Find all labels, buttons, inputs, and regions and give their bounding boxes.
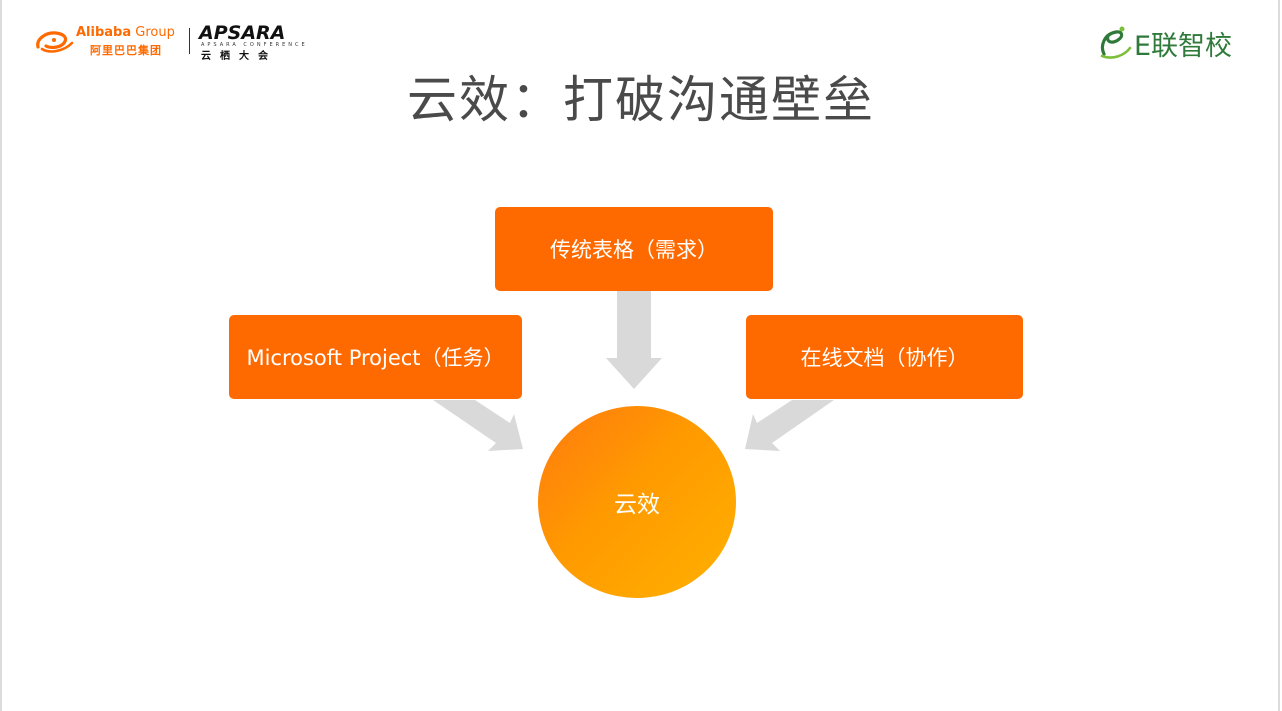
alibaba-group-logo: Alibaba Group 阿里巴巴集团 bbox=[34, 25, 184, 59]
arrow-left-diagonal-icon bbox=[433, 400, 523, 451]
slide-title: 云效：打破沟通壁垒 bbox=[407, 71, 875, 129]
logo-divider bbox=[189, 28, 190, 54]
center-label: 云效 bbox=[614, 492, 660, 518]
box-online-docs: 在线文档（协作） bbox=[746, 315, 1023, 399]
elian-text: E联智校 bbox=[1134, 31, 1233, 62]
box-microsoft-project: Microsoft Project（任务） bbox=[229, 315, 522, 399]
elian-logo: E联智校 bbox=[1098, 22, 1258, 62]
box-left-label: Microsoft Project（任务） bbox=[246, 346, 505, 370]
apsara-cn-text: 云栖大会 bbox=[201, 51, 277, 62]
arrow-down-icon bbox=[606, 291, 662, 389]
alibaba-smile-icon bbox=[36, 31, 74, 53]
box-right-label: 在线文档（协作） bbox=[800, 346, 969, 370]
alibaba-brand-text: Alibaba Group bbox=[76, 25, 175, 40]
elian-leaf-icon bbox=[1100, 26, 1132, 59]
arrow-right-diagonal-icon bbox=[745, 400, 834, 451]
apsara-wordmark: APSARA bbox=[199, 22, 286, 44]
box-traditional-spreadsheet: 传统表格（需求） bbox=[495, 207, 773, 291]
box-top-label: 传统表格（需求） bbox=[550, 238, 718, 262]
alibaba-cn-text: 阿里巴巴集团 bbox=[90, 44, 162, 57]
center-circle-yunxiao: 云效 bbox=[538, 406, 736, 598]
apsara-subtitle: APSARA CONFERENCE bbox=[201, 42, 308, 48]
apsara-conference-logo: APSARA APSARA CONFERENCE 云栖大会 bbox=[199, 22, 305, 62]
